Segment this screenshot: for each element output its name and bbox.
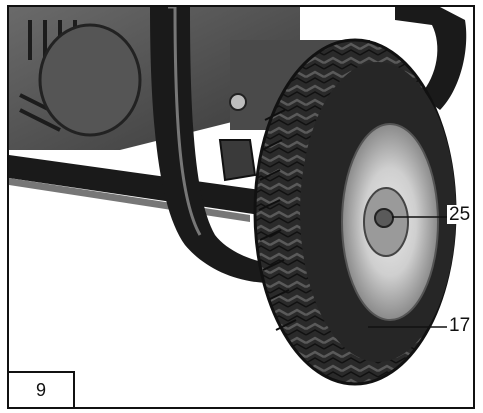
callout-label-17: 17 — [447, 315, 473, 336]
tire-tread-lugs — [258, 109, 297, 331]
frame-tube-highlight — [168, 7, 202, 236]
handle-tube — [395, 7, 467, 110]
axle-nut — [374, 208, 394, 228]
foot-bracket — [218, 139, 257, 182]
engine-cover — [38, 23, 142, 137]
photo-content — [9, 7, 473, 407]
figure-number: 9 — [7, 371, 75, 409]
callout-label-25: 25 — [447, 204, 473, 225]
bolt — [229, 93, 247, 111]
frame-tube — [150, 7, 300, 284]
